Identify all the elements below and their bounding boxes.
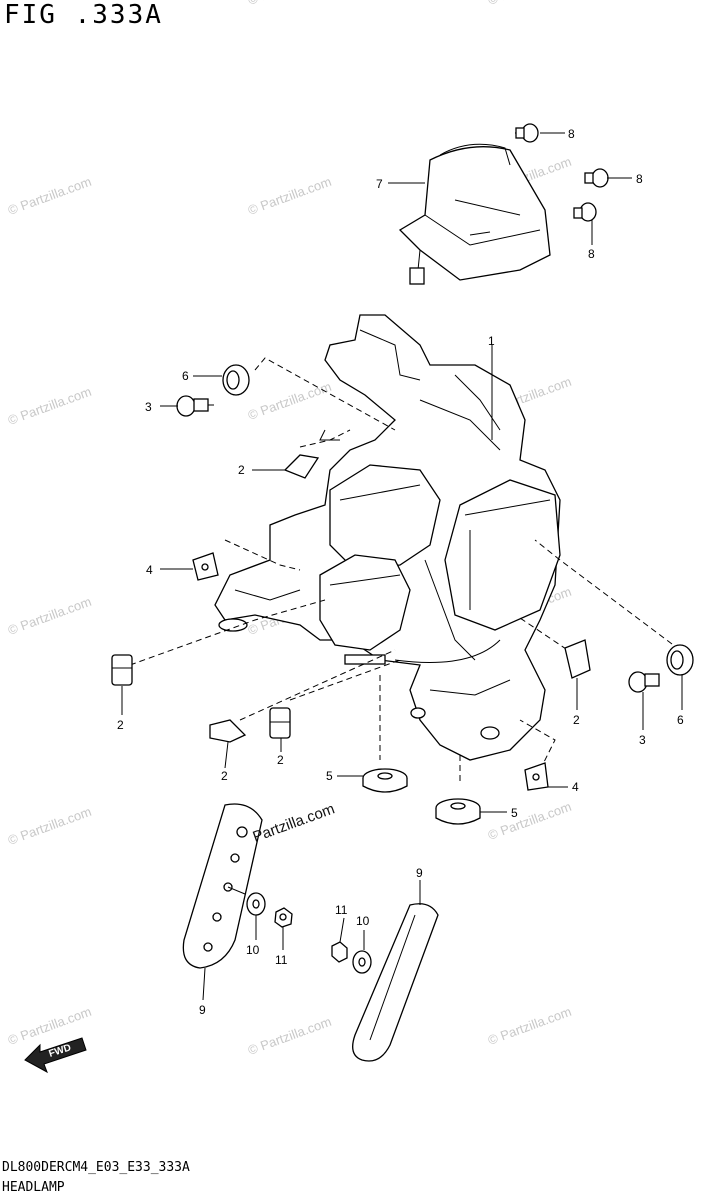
- watermark-text: © Partzilla.com: [246, 1014, 333, 1058]
- callout-7: 7: [376, 177, 383, 191]
- clip-icon: [283, 454, 320, 479]
- screw-icon: [515, 123, 539, 143]
- callout-6: 6: [182, 369, 189, 383]
- watermark-main-text: Partzilla.com: [251, 800, 337, 845]
- rubber-cushion-icon: [435, 798, 481, 825]
- callout-11: 11: [275, 953, 288, 967]
- fwd-arrow-icon: FWD: [24, 1037, 87, 1074]
- callout-9: 9: [199, 1003, 206, 1017]
- washer-icon: [352, 950, 372, 974]
- callout-3: 3: [145, 400, 152, 414]
- headlamp-bracket-assembly: [214, 314, 561, 761]
- grommet-icon: [222, 364, 250, 396]
- watermark-text: © Partzilla.com: [246, 174, 333, 218]
- callout-5: 5: [511, 806, 518, 820]
- callout-1: 1: [488, 334, 495, 348]
- nut-clip-icon: [524, 762, 549, 791]
- callout-5: 5: [326, 769, 333, 783]
- callout-6: 6: [677, 713, 684, 727]
- grommet-icon: [666, 644, 694, 676]
- clip-icon: [111, 654, 133, 686]
- watermark-text: © Partzilla.com: [6, 804, 93, 848]
- callout-11: 11: [335, 903, 348, 917]
- reflector-icon: [182, 803, 263, 969]
- callout-4: 4: [572, 780, 579, 794]
- rubber-cushion-icon: [362, 768, 408, 793]
- callout-2: 2: [117, 718, 124, 732]
- watermark-text: © Partzilla.com: [246, 379, 333, 423]
- watermark-text: © Partzilla.com: [6, 384, 93, 428]
- clip-icon: [564, 639, 591, 679]
- callout-10: 10: [356, 914, 370, 928]
- nut-icon: [274, 907, 293, 928]
- reflector-icon: [352, 903, 439, 1062]
- callout-8: 8: [636, 172, 643, 186]
- nut-icon: [331, 941, 348, 963]
- callout-10: 10: [246, 943, 260, 957]
- nut-clip-icon: [192, 552, 219, 581]
- watermark-text: © Partzilla.com: [6, 174, 93, 218]
- screw-icon: [584, 168, 609, 188]
- clip-icon: [269, 707, 291, 739]
- watermark-text: © Partzilla.com: [6, 594, 93, 638]
- section-name: HEADLAMP: [2, 1180, 65, 1195]
- callout-3: 3: [639, 733, 646, 747]
- position-lamp-housing: [398, 143, 551, 285]
- bolt-icon: [176, 395, 214, 417]
- washer-icon: [246, 892, 266, 916]
- partzilla-watermark: Partzilla.com: [251, 800, 337, 845]
- callout-leaders: [121, 132, 683, 1001]
- watermark-text: © Partzilla.com: [486, 1004, 573, 1048]
- watermark-text: © Partzilla.com: [246, 0, 333, 8]
- screw-icon: [573, 202, 597, 222]
- callout-2: 2: [238, 463, 245, 477]
- callout-8: 8: [588, 247, 595, 261]
- callout-2: 2: [221, 769, 228, 783]
- model-code: DL800DERCM4_E03_E33_333A: [2, 1160, 190, 1175]
- callout-9: 9: [416, 866, 423, 880]
- watermark-text: © Partzilla.com: [486, 799, 573, 843]
- leader-lines: [129, 357, 681, 785]
- watermark-text: © Partzilla.com: [486, 0, 573, 8]
- callout-2: 2: [573, 713, 580, 727]
- clip-icon: [209, 719, 247, 743]
- bolt-icon: [628, 671, 660, 693]
- callout-4: 4: [146, 563, 153, 577]
- figure-title: FIG .333A: [4, 0, 163, 30]
- callout-numbers: 1 2 2 2 2 2 3 3 4 4 5 5 6 6 7 8 8 8 9 9 …: [117, 127, 684, 1017]
- callout-8: 8: [568, 127, 575, 141]
- callout-2: 2: [277, 753, 284, 767]
